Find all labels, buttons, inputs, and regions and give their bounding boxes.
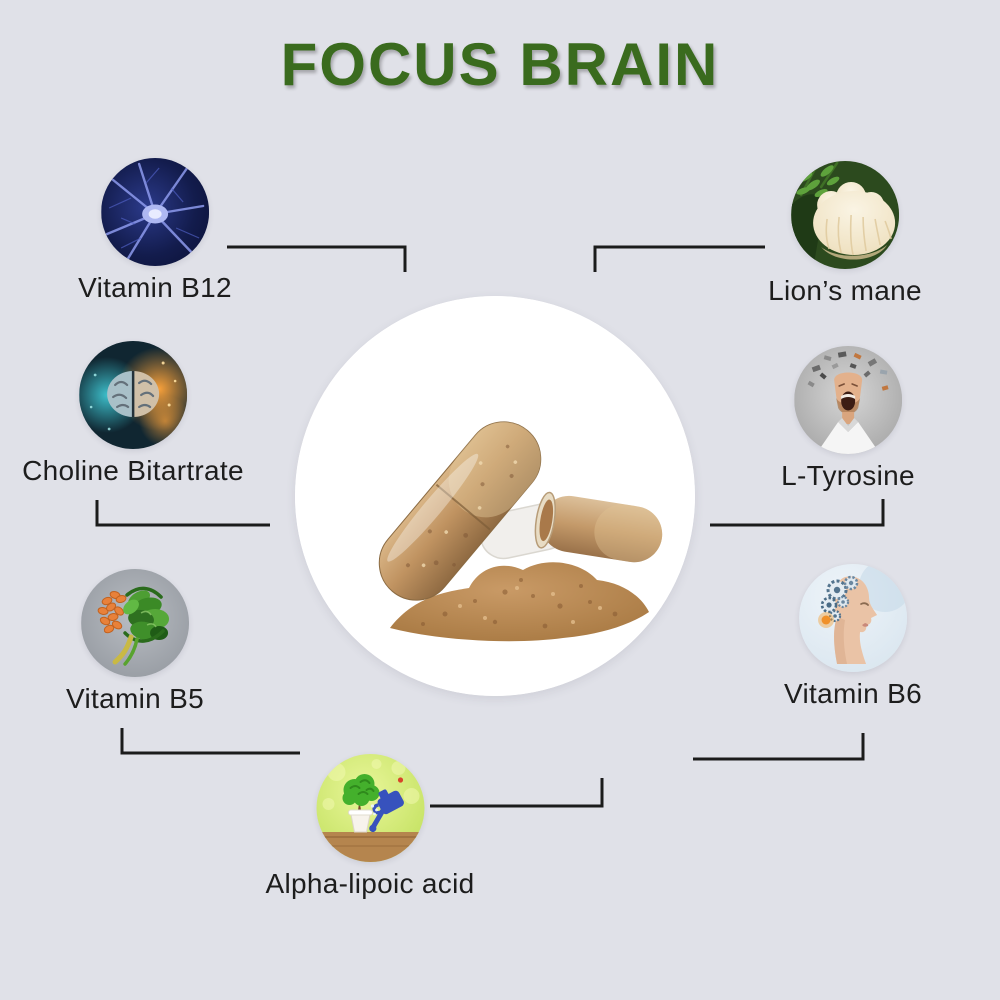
ingredient-label: Vitamin B12 [78, 272, 232, 303]
neuron-photo-icon [100, 158, 209, 266]
lions-mane-mushroom-photo-icon [791, 161, 899, 269]
ingredient-vitamin-b6: Vitamin B6 [784, 564, 922, 710]
connector-choline [95, 500, 270, 527]
ingredient-photo [791, 161, 899, 269]
connector-alpha-lipoic [430, 778, 604, 808]
connector-vitamin-b5 [120, 728, 300, 755]
ingredient-lions-mane: Lion’s mane [768, 161, 922, 307]
brain-halves-photo-icon [78, 341, 187, 449]
ingredient-label: Choline Bitartrate [22, 455, 244, 486]
connector-vitamin-b12 [227, 245, 407, 272]
ingredient-label: Vitamin B6 [784, 678, 922, 709]
vegetable-brain-photo-icon [80, 569, 189, 677]
exploding-head-photo-icon [794, 346, 902, 454]
ingredient-photo [794, 346, 902, 454]
ingredient-photo [100, 158, 209, 266]
ingredient-photo [80, 569, 189, 677]
page-title: FOCUS BRAIN [280, 31, 720, 98]
ingredient-label: Lion’s mane [768, 275, 922, 306]
connector-vitamin-b6 [693, 733, 865, 761]
ingredient-label: L-Tyrosine [781, 460, 915, 491]
ingredient-vitamin-b12: Vitamin B12 [78, 158, 232, 304]
gears-head-profile-photo-icon [798, 564, 907, 672]
ingredient-label: Vitamin B5 [66, 683, 204, 714]
ingredient-choline-bitartrate: Choline Bitartrate [22, 341, 244, 487]
capsules-powder-photo [295, 296, 695, 696]
connector-lions-mane [593, 245, 765, 272]
product-image-circle [295, 296, 695, 696]
ingredient-photo [78, 341, 187, 449]
brain-tree-watering-photo-icon [316, 754, 424, 862]
connector-l-tyrosine [710, 499, 885, 527]
ingredient-alpha-lipoic-acid: Alpha-lipoic acid [266, 754, 475, 900]
ingredient-photo [798, 564, 907, 672]
ingredient-photo [316, 754, 424, 862]
ingredient-l-tyrosine: L-Tyrosine [781, 346, 915, 492]
ingredient-label: Alpha-lipoic acid [265, 868, 475, 899]
ingredient-vitamin-b5: Vitamin B5 [66, 569, 204, 715]
